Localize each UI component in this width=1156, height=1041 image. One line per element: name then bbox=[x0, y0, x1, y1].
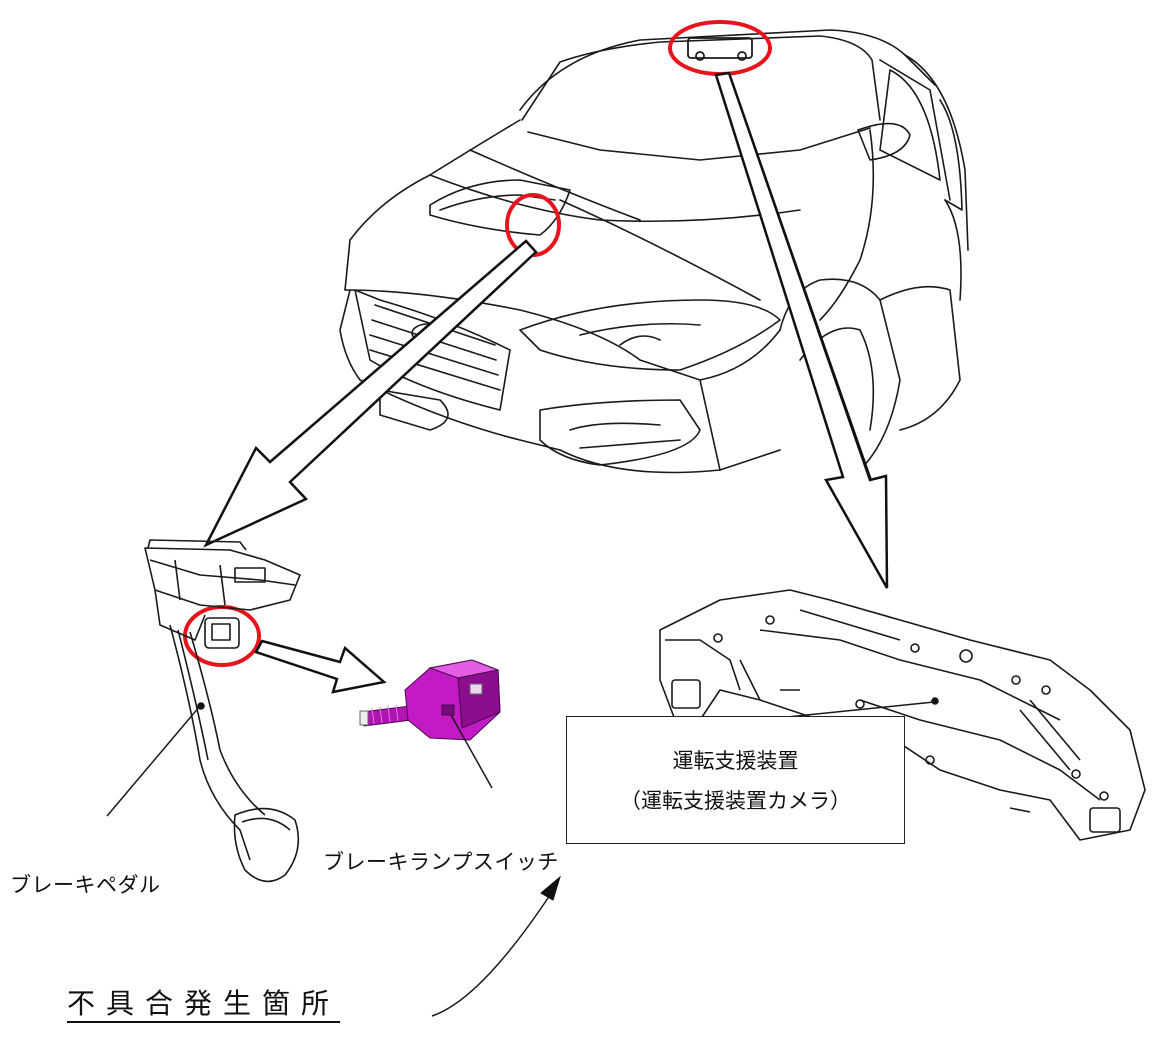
assist-device-callout: 運転支援装置 （運転支援装置カメラ） bbox=[566, 716, 905, 844]
defect-arrowhead bbox=[540, 875, 561, 901]
brake-pedal-illustration bbox=[144, 539, 301, 883]
car-illustration bbox=[339, 29, 969, 474]
pointer-arrows bbox=[203, 71, 889, 694]
leader-pedal bbox=[106, 705, 201, 817]
defect-location-heading: 不具合発生箇所 bbox=[67, 987, 341, 1020]
camera-bracket-illustration bbox=[659, 589, 1146, 841]
arrow-hood-to-pedal bbox=[203, 239, 538, 548]
windshield-camera-icon bbox=[687, 37, 753, 61]
highlight-circles bbox=[183, 20, 772, 667]
leader-defect bbox=[431, 894, 551, 1017]
brake-lamp-switch-label: ブレーキランプスイッチ bbox=[323, 850, 559, 874]
leader-lines bbox=[106, 701, 935, 1017]
assist-device-label: 運転支援装置 bbox=[672, 749, 799, 773]
leader-switch bbox=[450, 714, 493, 789]
assist-camera-label: （運転支援装置カメラ） bbox=[620, 789, 851, 813]
leader-bracket bbox=[786, 701, 935, 718]
arrow-pedal-to-switch bbox=[254, 639, 387, 694]
brake-lamp-switch-illustration bbox=[359, 659, 501, 741]
brake-pedal-label: ブレーキペダル bbox=[10, 873, 161, 897]
highlight-circle-camera bbox=[668, 20, 772, 76]
